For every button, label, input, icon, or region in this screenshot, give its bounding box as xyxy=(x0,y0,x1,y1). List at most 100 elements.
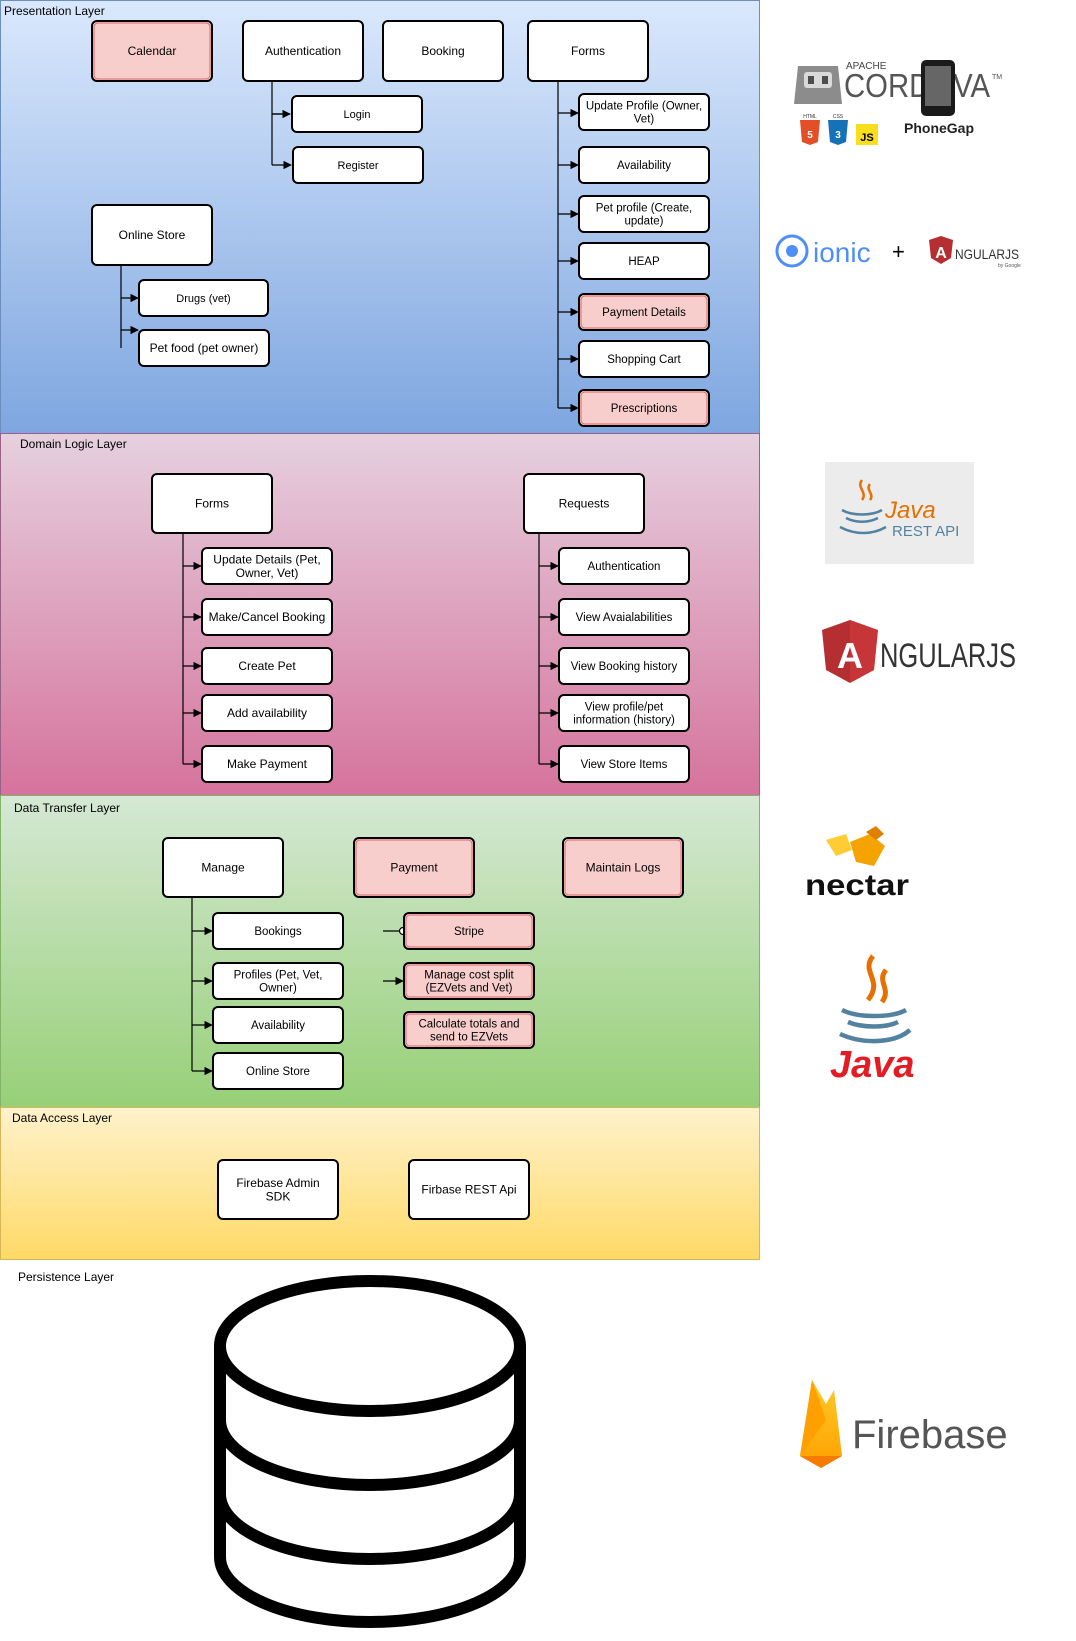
domain-form-item-3-frame xyxy=(201,647,333,685)
presentation-form-item-5-label: Payment Details xyxy=(602,307,686,319)
manage-item-1-label: Bookings xyxy=(254,926,302,938)
domain-form-item-4-frame xyxy=(201,694,333,732)
payment-item-1-frame xyxy=(403,912,535,950)
firebase-text: Firebase xyxy=(852,1413,1008,1457)
booking-box: Booking xyxy=(382,20,504,82)
domain-layer-title: Domain Logic Layer xyxy=(20,437,127,451)
payment-item-1-inner-frame xyxy=(405,914,533,948)
domain-forms-box-frame xyxy=(151,473,273,534)
firebase-admin-box-frame xyxy=(217,1159,339,1220)
access-layer-title: Data Access Layer xyxy=(12,1111,112,1125)
requests-box: Requests xyxy=(523,473,645,534)
payment-item-1-label: Stripe xyxy=(454,926,484,938)
svg-text:3: 3 xyxy=(835,130,841,141)
nectar-logo: nectar xyxy=(805,826,909,902)
drugs-box: Drugs (vet) xyxy=(138,279,269,317)
presentation-form-item-1: Update Profile (Owner,Vet) xyxy=(578,93,710,131)
manage-item-3-label: Availability xyxy=(251,1020,305,1032)
domain-request-item-2: View Avaialabilities xyxy=(558,598,690,636)
payment-item-2-inner-frame xyxy=(405,964,533,998)
payment-item-3-inner-frame xyxy=(405,1013,533,1047)
domain-request-item-3-label: View Booking history xyxy=(571,661,678,673)
register-box: Register xyxy=(292,146,424,184)
payment-box: Payment xyxy=(353,837,475,898)
domain-form-item-1-frame xyxy=(201,547,333,585)
domain-forms-box: Forms xyxy=(151,473,273,534)
js-icon: JS xyxy=(856,124,878,145)
maintain-logs-box-label: Maintain Logs xyxy=(586,861,661,875)
presentation-form-item-5-inner-frame xyxy=(580,295,708,329)
domain-request-item-1: Authentication xyxy=(558,547,690,585)
domain-request-item-4-label: information (history) xyxy=(573,715,675,727)
presentation-form-item-1-frame xyxy=(578,93,710,131)
ionic-icon xyxy=(775,234,809,268)
angularjs-text: NGULARJS xyxy=(880,637,1016,675)
domain-form-item-2-frame xyxy=(201,598,333,636)
register-box-frame xyxy=(292,146,424,184)
java-rest-java-text: Java xyxy=(884,497,936,524)
authentication-box-label: Authentication xyxy=(265,44,341,58)
payment-item-2-label: Manage cost split xyxy=(424,969,514,981)
ionic-angular-logo: ionic + A NGULARJS by Google xyxy=(775,234,1021,269)
payment-item-2: Manage cost split(EZVets and Vet) xyxy=(403,962,535,1000)
calendar-box-frame xyxy=(91,20,213,82)
domain-request-item-5-frame xyxy=(558,745,690,783)
java-cup-icon-small xyxy=(859,479,873,501)
transfer-layer-title: Data Transfer Layer xyxy=(14,801,120,815)
domain-request-item-3-frame xyxy=(558,647,690,685)
pet-food-box: Pet food (pet owner) xyxy=(138,329,270,367)
manage-item-1: Bookings xyxy=(212,912,344,950)
html5-icon: 5 HTML xyxy=(800,114,820,145)
domain-form-item-3-label: Create Pet xyxy=(238,659,296,673)
presentation-form-item-7-label: Prescriptions xyxy=(611,403,678,415)
login-box-frame xyxy=(291,95,423,133)
requests-box-label: Requests xyxy=(559,497,610,511)
domain-form-item-3: Create Pet xyxy=(201,647,333,685)
java-logo: Java xyxy=(830,954,915,1086)
database-icon xyxy=(214,1275,526,1628)
java-text: Java xyxy=(830,1044,915,1086)
online-store-box: Online Store xyxy=(91,204,213,266)
angularjs-shield-letter: A xyxy=(837,635,863,676)
cordova-tm: TM xyxy=(992,74,1002,81)
by-google-text: by Google xyxy=(998,263,1021,269)
presentation-form-item-4-frame xyxy=(578,242,710,280)
manage-box-frame xyxy=(162,837,284,898)
presentation-form-item-4: HEAP xyxy=(578,242,710,280)
payment-item-3-label: send to EZVets xyxy=(430,1032,508,1044)
payment-item-2-frame xyxy=(403,962,535,1000)
phonegap-text: PhoneGap xyxy=(904,120,974,136)
presentation-form-item-3-label: Pet profile (Create, xyxy=(596,202,693,214)
manage-item-3: Availability xyxy=(212,1006,344,1044)
pet-food-box-label: Pet food (pet owner) xyxy=(150,341,259,355)
authentication-box: Authentication xyxy=(242,20,364,82)
persistence-layer-title: Persistence Layer xyxy=(18,1270,114,1284)
presentation-form-item-3-label: update) xyxy=(624,216,663,228)
angular-small-text: NGULARJS xyxy=(955,246,1019,262)
java-rest-api-text: REST API xyxy=(892,523,959,540)
presentation-form-item-2-label: Availability xyxy=(617,160,671,172)
manage-item-4: Online Store xyxy=(212,1052,344,1090)
presentation-form-item-6-frame xyxy=(578,340,710,378)
payment-box-inner-frame xyxy=(355,839,473,896)
domain-request-item-3: View Booking history xyxy=(558,647,690,685)
authentication-box-frame xyxy=(242,20,364,82)
manage-item-2-label: Profiles (Pet, Vet, xyxy=(234,969,323,981)
plus-sign: + xyxy=(892,239,905,264)
domain-form-item-1: Update Details (Pet,Owner, Vet) xyxy=(201,547,333,585)
presentation-form-item-7: Prescriptions xyxy=(578,389,710,427)
firebase-rest-box-frame xyxy=(408,1159,530,1220)
domain-request-item-1-label: Authentication xyxy=(588,561,661,573)
pet-food-box-frame xyxy=(138,329,270,367)
online-store-box-frame xyxy=(91,204,213,266)
presentation-form-item-7-inner-frame xyxy=(580,391,708,425)
svg-text:5: 5 xyxy=(807,130,813,141)
domain-form-item-1-label: Owner, Vet) xyxy=(236,566,299,580)
firebase-admin-box-label: Firebase Admin xyxy=(236,1176,319,1190)
maintain-logs-box: Maintain Logs xyxy=(562,837,684,898)
cordova-phonegap-logo: APACHE CORDOVA TM 5 HTML 3 CSS JS PhoneG… xyxy=(794,60,1002,145)
